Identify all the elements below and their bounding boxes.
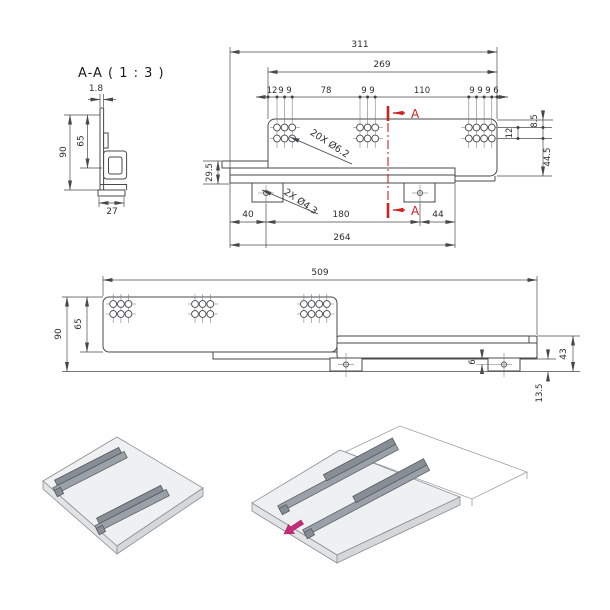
dim-section-bottom-width: 27 <box>106 207 117 217</box>
svg-text:6: 6 <box>493 86 498 96</box>
svg-text:9: 9 <box>485 86 490 96</box>
dim-rail-height: 29.5 <box>205 163 215 182</box>
front-tongue <box>221 160 269 169</box>
dim-bottom-total: 264 <box>333 233 350 243</box>
svg-text:12: 12 <box>267 86 278 96</box>
slide-right <box>94 484 170 536</box>
dim-inner-height: 65 <box>74 318 84 329</box>
mounting-holes <box>106 294 334 323</box>
hole-pitch-dims: 12 9 9 78 9 9 110 9 9 9 6 <box>267 86 499 96</box>
svg-text:9: 9 <box>286 86 291 96</box>
svg-text:9: 9 <box>361 86 366 96</box>
dim-right-top: 8.5 <box>530 114 540 128</box>
dim-hole-span: 269 <box>373 60 390 70</box>
svg-text:9: 9 <box>278 86 283 96</box>
dim-right-pitch: 12 <box>505 128 515 139</box>
pull-direction-arrow <box>283 519 304 535</box>
svg-text:78: 78 <box>321 86 332 96</box>
dim-bottom-44: 44 <box>432 210 444 220</box>
closed-side-view: 20X Ø6.2 2X Ø4.3 311 269 12 9 9 78 9 <box>203 40 553 248</box>
dim-outer-height: 90 <box>54 328 64 340</box>
section-cut-line: A A <box>386 106 420 218</box>
slide-left <box>52 446 128 498</box>
installation-illustration-extended <box>251 425 529 564</box>
extended-side-view: 509 65 90 43 6 13.5 <box>54 268 580 402</box>
section-letter-top: A <box>411 107 420 121</box>
dim-overall-length: 509 <box>311 268 328 278</box>
dim-section-inner-height: 65 <box>77 135 87 146</box>
dim-overall-length: 311 <box>351 40 368 50</box>
installation-illustration-closed <box>42 436 204 555</box>
profile-wall <box>99 107 105 191</box>
slide-left-extended <box>277 437 399 516</box>
profile-foot <box>100 184 128 190</box>
dim-section-outer-height: 90 <box>59 146 69 158</box>
dim-bottom-40: 40 <box>242 210 254 220</box>
svg-text:9: 9 <box>369 86 374 96</box>
slide-right-extended <box>302 458 431 540</box>
label-bracket-holes: 2X Ø4.3 <box>281 187 319 217</box>
section-title: A-A ( 1 : 3 ) <box>78 66 165 81</box>
drawer-rail-extended <box>336 335 538 359</box>
dim-bracket-offset: 6 <box>468 359 478 364</box>
dim-bottom-180: 180 <box>332 210 349 220</box>
svg-text:9: 9 <box>477 86 482 96</box>
mounting-holes <box>270 97 499 148</box>
svg-text:110: 110 <box>414 86 430 96</box>
dim-wall-thickness: 1.8 <box>89 84 104 94</box>
dim-right-bottom: 44.5 <box>543 148 553 167</box>
profile-base <box>97 189 126 197</box>
profile-step <box>103 132 109 149</box>
section-letter-bottom: A <box>411 204 420 218</box>
dim-bottom-clearance: 13.5 <box>535 384 545 403</box>
section-view: A-A ( 1 : 3 ) 1.8 90 65 27 <box>59 66 165 217</box>
svg-text:9: 9 <box>469 86 474 96</box>
dim-right-height: 43 <box>559 348 569 359</box>
profile-tube-inner <box>108 156 123 175</box>
